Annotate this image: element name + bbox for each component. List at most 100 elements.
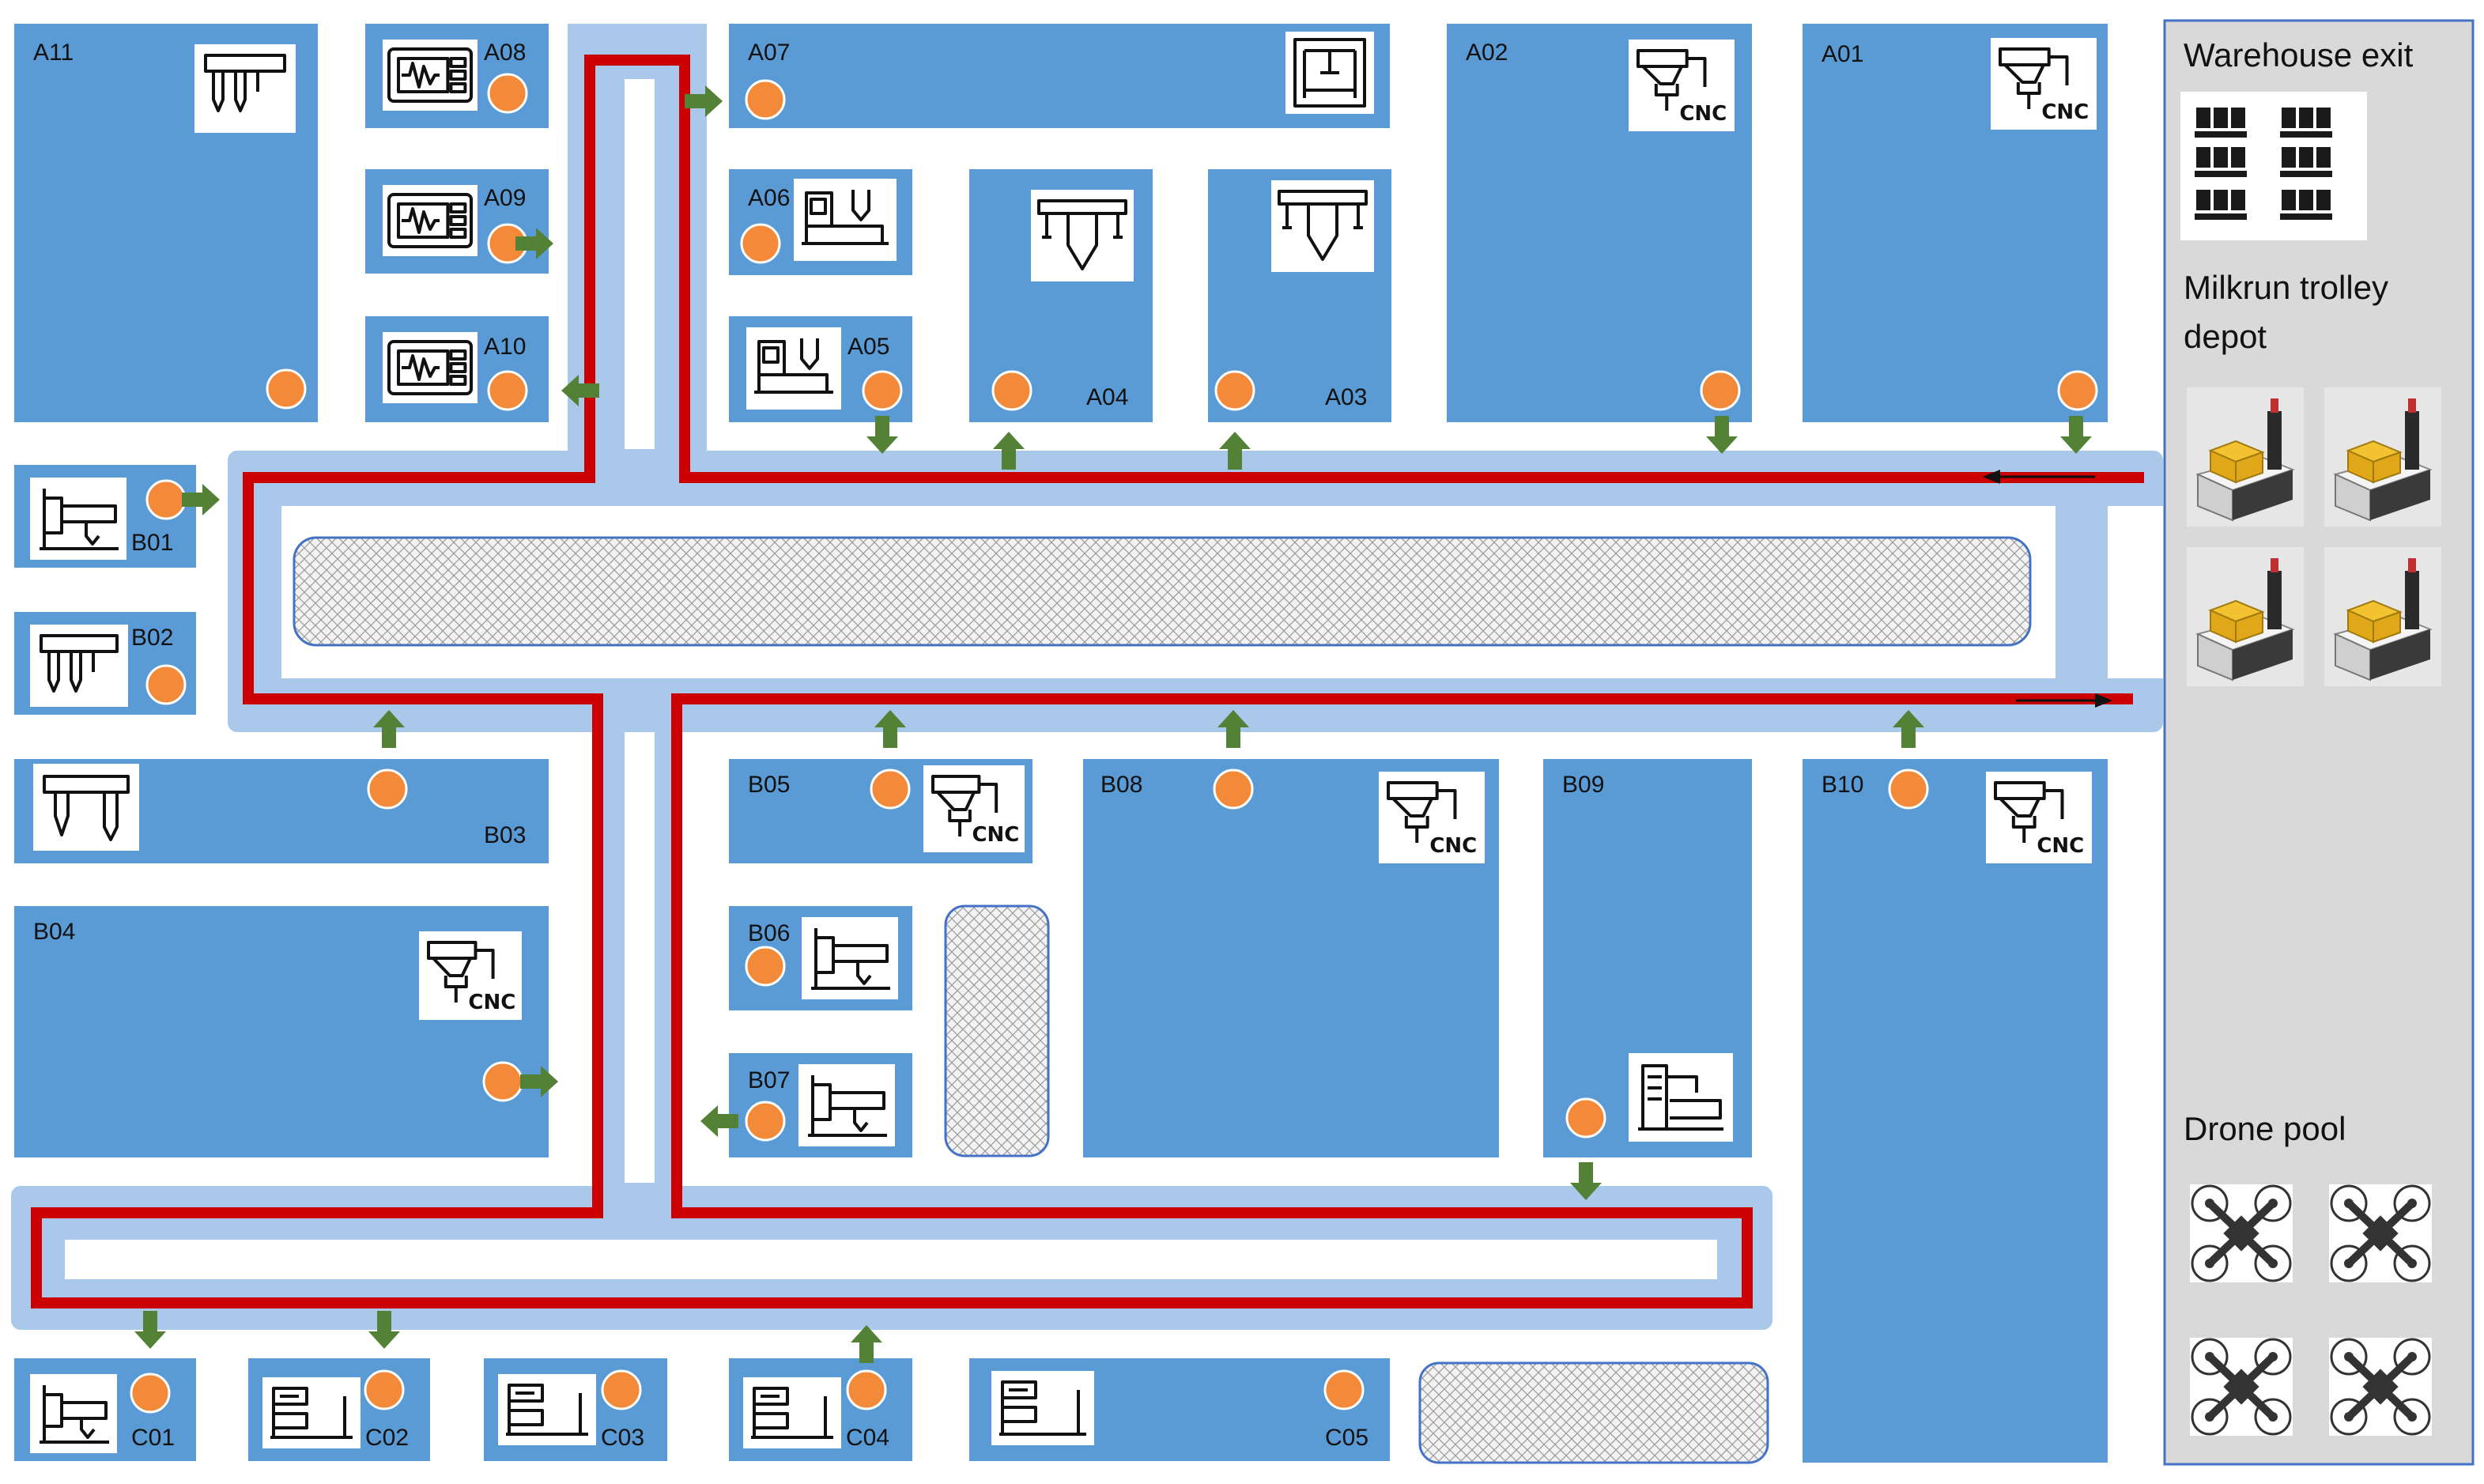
machine-b01[interactable]: B01: [14, 465, 196, 568]
cnc-lathe-icon: [794, 179, 897, 261]
machine-a03[interactable]: A03: [1208, 169, 1391, 422]
flow-arrow-down: [134, 1311, 166, 1349]
machine-b03[interactable]: B03: [14, 759, 549, 863]
machine-label: B04: [33, 919, 75, 945]
milkrun-route: [31, 55, 2144, 1308]
machine-label: B01: [131, 530, 173, 556]
machine-label: B07: [748, 1067, 790, 1093]
svg-text:CNC: CNC: [2037, 834, 2084, 858]
machine-b02[interactable]: B02: [14, 612, 196, 715]
milkrun-depot-label-line2: depot: [2184, 318, 2267, 355]
machine-c03[interactable]: C03: [484, 1358, 667, 1461]
cnc-lathe-icon: [746, 327, 841, 410]
machine-a04[interactable]: A04: [969, 169, 1153, 422]
obstacles: [293, 536, 2032, 1464]
transfer-port[interactable]: [846, 1369, 887, 1410]
machine-label: C03: [601, 1425, 644, 1451]
milkrun-trolley-icon[interactable]: [2324, 547, 2441, 686]
grinder-icon: [262, 1377, 361, 1448]
transfer-port[interactable]: [2057, 370, 2098, 411]
edm-machine-icon: [1629, 1053, 1733, 1142]
svg-text:CNC: CNC: [972, 823, 1019, 847]
flow-arrow-down: [2060, 416, 2092, 454]
transfer-port[interactable]: [1565, 1097, 1606, 1138]
transfer-port[interactable]: [1214, 370, 1255, 411]
flow-arrow-down: [1706, 416, 1738, 454]
transfer-port[interactable]: [1213, 768, 1254, 810]
spindle-drill-icon: [33, 764, 139, 851]
machine-a07[interactable]: A07: [729, 24, 1390, 128]
machine-label: A08: [484, 40, 526, 66]
machine-b06[interactable]: B06: [729, 906, 912, 1010]
machine-c01[interactable]: C01: [14, 1358, 196, 1461]
transfer-port[interactable]: [482, 1061, 523, 1102]
side-panel: Warehouse exit Milkrun trolley depot Dro…: [2163, 19, 2475, 1466]
transfer-port[interactable]: [745, 946, 786, 987]
transfer-port[interactable]: [364, 1369, 405, 1410]
transfer-port[interactable]: [145, 479, 187, 520]
transfer-port[interactable]: [367, 768, 408, 810]
grinder-icon: [743, 1377, 841, 1448]
machine-a11[interactable]: A11: [14, 24, 318, 422]
milkrun-trolley-icon[interactable]: [2187, 387, 2304, 527]
grinder-icon: [991, 1371, 1094, 1445]
transfer-port[interactable]: [145, 664, 187, 705]
transfer-port[interactable]: [1323, 1369, 1365, 1410]
grinder-icon: [498, 1374, 596, 1445]
machine-c02[interactable]: C02: [248, 1358, 430, 1461]
flow-arrows: [134, 85, 2092, 1363]
drill-press-icon: [1271, 180, 1374, 272]
machine-b07[interactable]: B07: [729, 1053, 912, 1157]
flow-arrow-up: [874, 710, 906, 748]
control-panel-icon: [383, 40, 478, 111]
machine-a05[interactable]: A05: [729, 316, 912, 422]
transfer-port[interactable]: [487, 73, 528, 114]
machine-b09[interactable]: B09: [1543, 759, 1752, 1157]
machine-a09[interactable]: A09: [365, 169, 549, 274]
quadcopter-drone-icon[interactable]: [2329, 1338, 2432, 1436]
transfer-port[interactable]: [1700, 370, 1741, 411]
transfer-port[interactable]: [745, 79, 786, 120]
transfer-port[interactable]: [870, 768, 911, 810]
quadcopter-drone-icon[interactable]: [2190, 1338, 2293, 1436]
drone-pool: [2190, 1184, 2432, 1436]
machine-label: A02: [1466, 40, 1508, 66]
transfer-port[interactable]: [991, 370, 1032, 411]
machine-label: C01: [131, 1425, 175, 1451]
transfer-port[interactable]: [745, 1101, 786, 1142]
milkrun-trolley-icon[interactable]: [2187, 547, 2304, 686]
multi-spindle-drill-icon: [30, 625, 128, 707]
transfer-port[interactable]: [601, 1369, 642, 1410]
flow-arrow-down: [368, 1311, 400, 1349]
machine-c05[interactable]: C05: [969, 1358, 1390, 1461]
flow-arrow-down: [1570, 1162, 1602, 1200]
svg-text:CNC: CNC: [1429, 834, 1477, 858]
machine-label: A07: [748, 40, 790, 66]
c-area-obstacle: [1418, 1361, 1769, 1464]
machine-a08[interactable]: A08: [365, 24, 549, 128]
transfer-port[interactable]: [1888, 768, 1929, 810]
machine-c04[interactable]: C04: [729, 1358, 912, 1461]
transfer-port[interactable]: [862, 370, 903, 411]
quadcopter-drone-icon[interactable]: [2329, 1184, 2432, 1282]
milkrun-depot-label: Milkrun trolley: [2184, 269, 2388, 306]
transfer-port[interactable]: [130, 1373, 171, 1414]
transfer-port[interactable]: [740, 223, 781, 264]
machine-label: A05: [848, 334, 889, 360]
milkrun-trolley-icon[interactable]: [2324, 387, 2441, 527]
transfer-port[interactable]: [487, 370, 528, 411]
machine-label: B03: [484, 822, 526, 848]
quadcopter-drone-icon[interactable]: [2190, 1184, 2293, 1282]
flow-arrow-up: [1217, 710, 1249, 748]
machine-a06[interactable]: A06: [729, 169, 912, 275]
machine-a10[interactable]: A10: [365, 316, 549, 422]
transfer-port[interactable]: [266, 368, 307, 410]
